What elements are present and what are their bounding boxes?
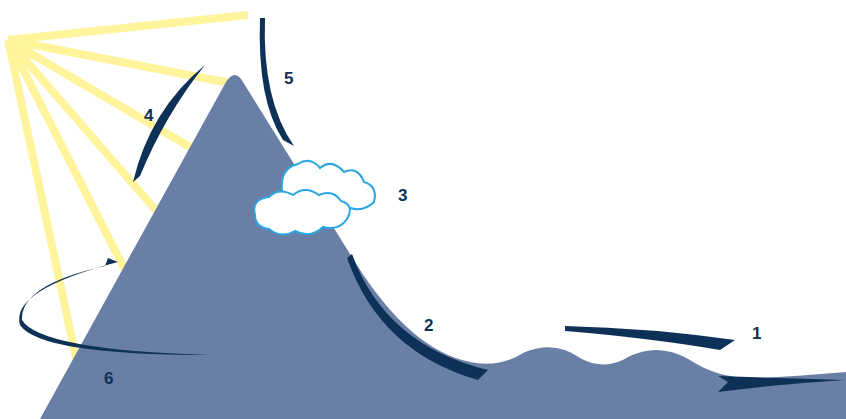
callout-number: 2 bbox=[424, 317, 433, 334]
callout-number: 4 bbox=[144, 107, 153, 124]
clouds bbox=[254, 161, 375, 235]
callout-number: 1 bbox=[752, 325, 761, 342]
wind-arrows bbox=[19, 18, 845, 392]
callout-number: 3 bbox=[398, 187, 407, 204]
callout-number: 6 bbox=[104, 370, 113, 387]
callout-number: 5 bbox=[284, 70, 293, 87]
